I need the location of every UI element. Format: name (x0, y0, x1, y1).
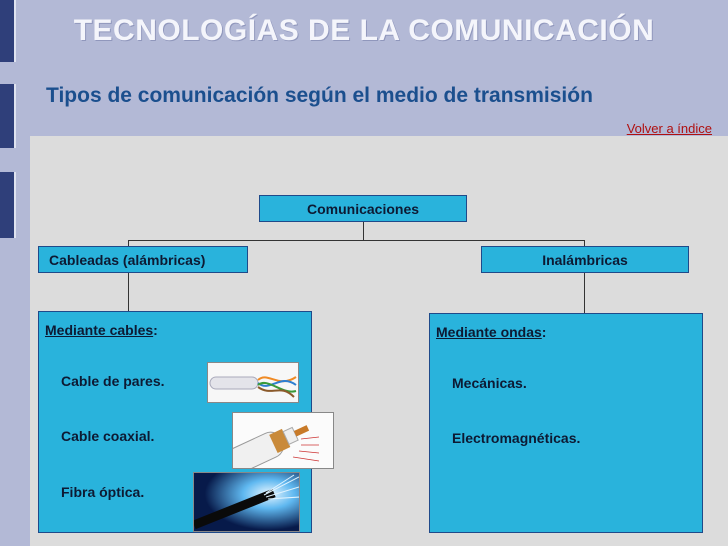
item-cable-de-pares: Cable de pares. (61, 373, 165, 389)
node-cableadas: Cableadas (alámbricas) (38, 246, 248, 273)
connector-right-up (584, 240, 585, 247)
cables-heading: Mediante cables: (45, 322, 158, 338)
ondas-heading-colon: : (541, 324, 547, 340)
item-electromagneticas: Electromagnéticas. (452, 430, 581, 446)
slide-title: TECNOLOGÍAS DE LA COMUNICACIÓN (73, 14, 655, 47)
cables-heading-colon: : (153, 322, 158, 338)
fiber-optic-image (193, 472, 300, 532)
connector-root-down (363, 221, 364, 240)
connector-left-up (128, 240, 129, 247)
root-node-comunicaciones: Comunicaciones (259, 195, 467, 222)
ondas-heading: Mediante ondas: (436, 324, 546, 340)
node-cableadas-label: Cableadas (alámbricas) (49, 251, 206, 268)
left-decoration-bar-3 (0, 172, 16, 238)
left-decoration-bar-2 (0, 84, 16, 148)
ondas-heading-text: Mediante ondas (436, 324, 542, 340)
root-node-label: Comunicaciones (306, 200, 420, 217)
cables-heading-text: Mediante cables (45, 322, 154, 338)
slide-subtitle: Tipos de comunicación según el medio de … (46, 84, 593, 107)
back-to-index-link[interactable]: Volver a índice (626, 121, 712, 136)
item-mecanicas: Mecánicas. (452, 375, 527, 391)
node-inalambricas: Inalámbricas (481, 246, 689, 273)
item-cable-coaxial: Cable coaxial. (61, 428, 155, 444)
ondas-detail-box: Mediante ondas: Mecánicas. Electromagnét… (429, 313, 703, 533)
node-inalambricas-label: Inalámbricas (542, 251, 628, 268)
connector-left-down (128, 272, 129, 312)
connector-right-down (584, 272, 585, 313)
twisted-pair-cable-image (207, 362, 299, 403)
coaxial-cable-image (232, 412, 334, 469)
connector-horizontal (128, 240, 585, 241)
item-fibra-optica: Fibra óptica. (61, 484, 145, 500)
left-decoration-bar-1 (0, 0, 16, 62)
